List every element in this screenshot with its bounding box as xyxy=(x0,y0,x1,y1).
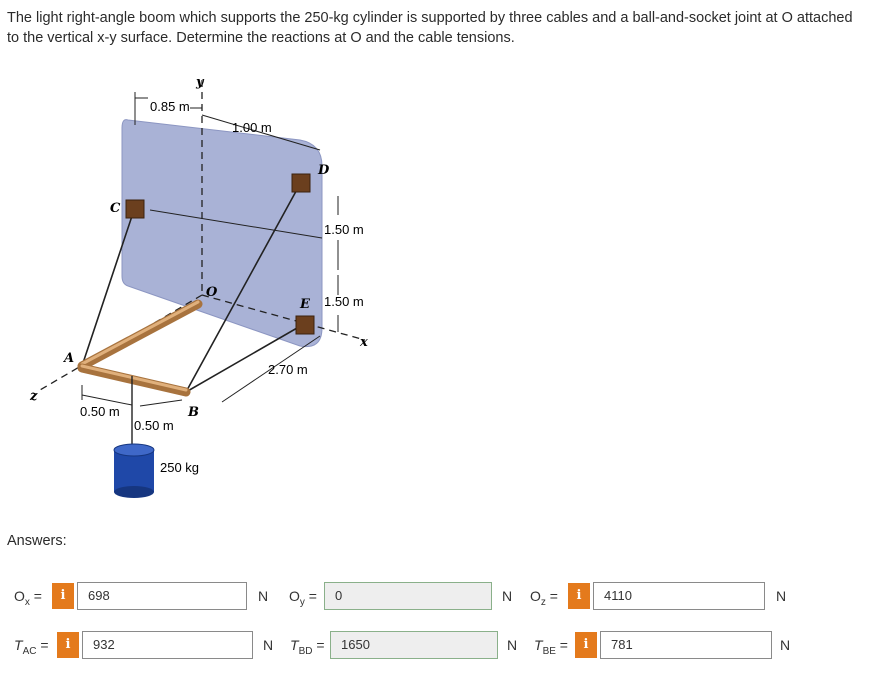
oy-unit: N xyxy=(502,588,513,604)
oy-input[interactable]: 0 xyxy=(324,582,492,610)
boom-diagram: y x z 0.85 m 1.00 m 1.50 m 1.50 m 2.70 m… xyxy=(29,75,368,498)
answer-row-2: TAC = i 932 N TBD = 1650 N TBE = i 781 N xyxy=(0,630,873,662)
answer-row-1: Ox = i 698 N Oy = 0 N Oz = i 4110 N xyxy=(0,581,873,613)
oy-label: Oy = xyxy=(289,588,317,608)
label-e: E xyxy=(299,297,311,312)
problem-statement: The light right-angle boom which support… xyxy=(7,10,853,46)
cable-ac xyxy=(81,209,135,367)
oz-info-icon[interactable]: i xyxy=(568,583,590,609)
tac-unit: N xyxy=(263,637,274,653)
label-y: y xyxy=(195,75,205,90)
tbd-label: TBD = xyxy=(290,637,325,657)
bracket-c xyxy=(125,199,145,219)
tac-input[interactable]: 932 xyxy=(82,631,253,659)
dim-050b: 0.50 m xyxy=(134,418,174,433)
cable-bd xyxy=(185,183,301,393)
answers-label: Answers: xyxy=(7,533,67,549)
oz-unit: N xyxy=(776,588,787,604)
dim-270: 2.70 m xyxy=(268,362,308,377)
tbe-label: TBE = xyxy=(534,637,568,657)
dim-050a: 0.50 m xyxy=(80,404,120,419)
cylinder-icon xyxy=(113,443,155,498)
tbd-unit: N xyxy=(507,637,518,653)
label-a: A xyxy=(62,351,74,366)
tac-info-icon[interactable]: i xyxy=(57,632,79,658)
vertical-wall xyxy=(121,119,323,348)
tbe-input[interactable]: 781 xyxy=(600,631,772,659)
dim-085: 0.85 m xyxy=(150,99,190,114)
oz-input[interactable]: 4110 xyxy=(593,582,765,610)
label-c: C xyxy=(110,201,121,216)
bracket-d xyxy=(291,173,311,193)
dim-100: 1.00 m xyxy=(232,120,272,135)
label-d: D xyxy=(317,163,330,178)
label-b: B xyxy=(187,405,199,420)
tbe-unit: N xyxy=(780,637,791,653)
ox-label: Ox = xyxy=(14,588,42,608)
label-z: z xyxy=(29,389,38,404)
boom-ab xyxy=(77,363,191,397)
tbd-input[interactable]: 1650 xyxy=(330,631,498,659)
dim-150a: 1.50 m xyxy=(324,222,364,237)
cable-be xyxy=(185,323,305,393)
tbe-info-icon[interactable]: i xyxy=(575,632,597,658)
dim-150b: 1.50 m xyxy=(324,294,364,309)
label-x: x xyxy=(359,335,368,350)
ox-input[interactable]: 698 xyxy=(77,582,247,610)
label-o: O xyxy=(206,285,218,300)
mass-label: 250 kg xyxy=(160,460,199,475)
ox-unit: N xyxy=(258,588,269,604)
tac-label: TAC = xyxy=(14,637,49,657)
boom-oa xyxy=(77,299,203,371)
bracket-e xyxy=(295,315,315,335)
ox-info-icon[interactable]: i xyxy=(52,583,74,609)
oz-label: Oz = xyxy=(530,588,558,608)
